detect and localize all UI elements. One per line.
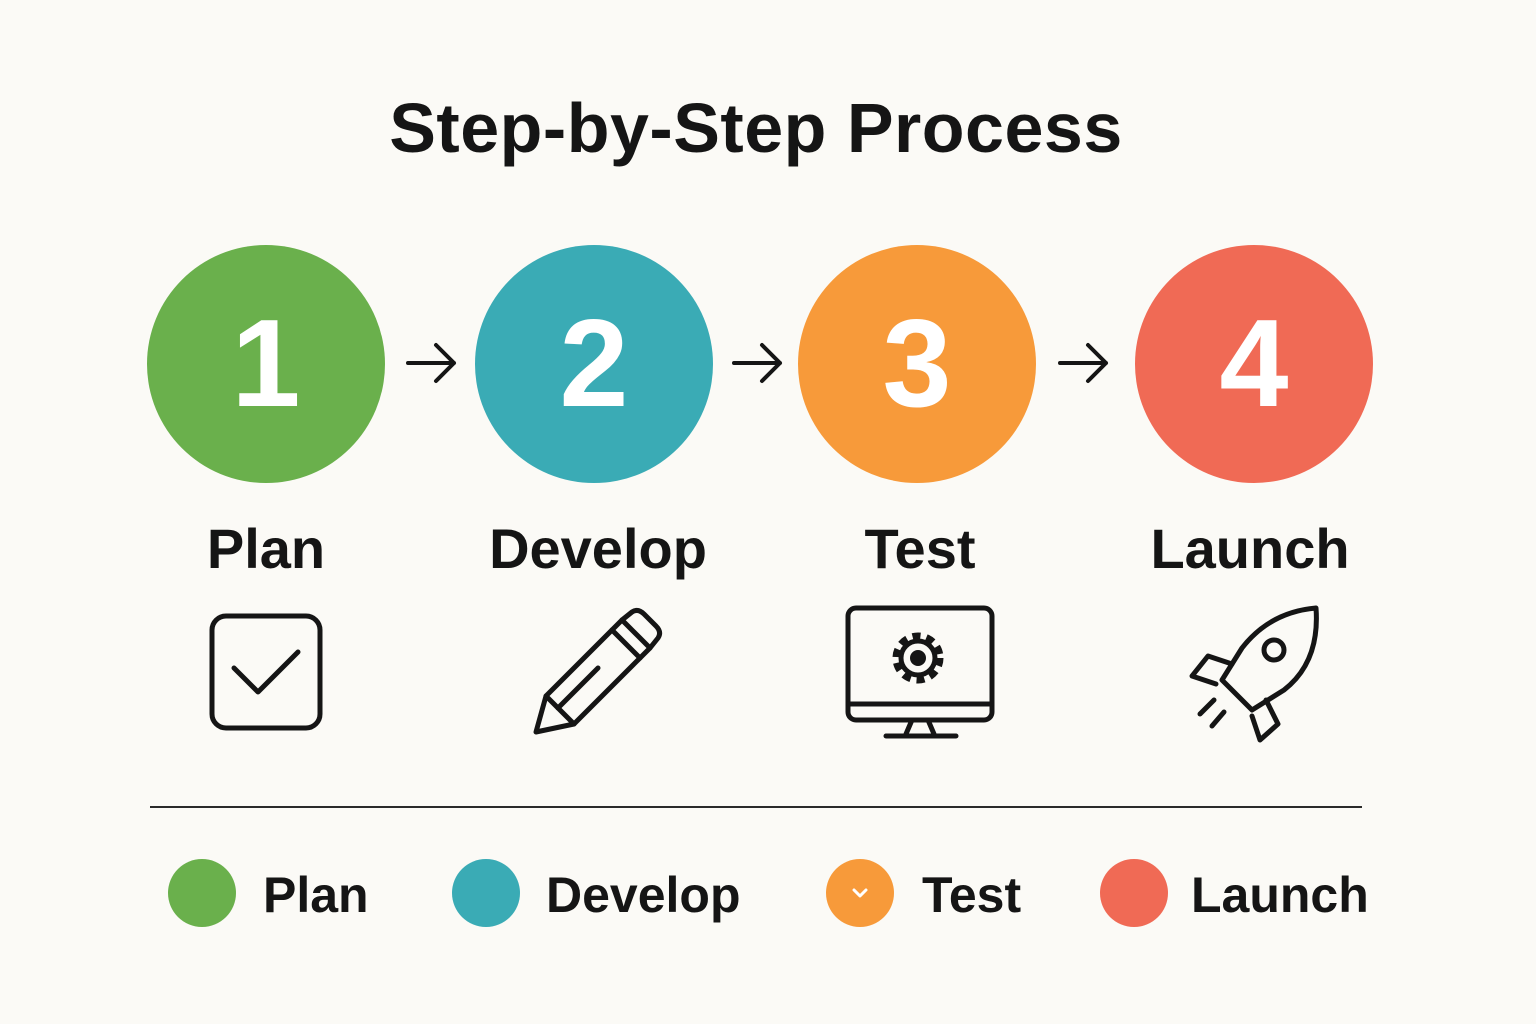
step-1-number: 1 <box>231 295 301 433</box>
step-4-label: Launch <box>1150 517 1350 580</box>
step-2-number: 2 <box>559 295 629 433</box>
legend-label-plan: Plan <box>263 867 369 923</box>
legend-dot-plan <box>168 859 236 927</box>
legend-dot-test <box>826 859 894 927</box>
legend-label-develop: Develop <box>546 867 741 923</box>
step-3-label: Test <box>864 517 976 580</box>
arrow-right-icon <box>406 343 456 383</box>
legend-label-launch: Launch <box>1191 867 1369 923</box>
step-2-circle: 2 <box>475 245 713 483</box>
legend-dot-develop <box>452 859 520 927</box>
step-3-number: 3 <box>882 295 952 433</box>
step-4-circle: 4 <box>1135 245 1373 483</box>
rocket-icon <box>1189 605 1319 743</box>
step-3-circle: 3 <box>798 245 1036 483</box>
diagram-title: Step-by-Step Process <box>389 89 1123 167</box>
legend-label-test: Test <box>922 867 1022 923</box>
checkbox-icon <box>209 613 323 731</box>
arrow-right-icon <box>732 343 782 383</box>
step-4-number: 4 <box>1219 295 1289 433</box>
step-1-label: Plan <box>206 517 326 580</box>
chevron-down-icon <box>852 888 868 898</box>
arrow-right-icon <box>1058 343 1108 383</box>
monitor-gear-icon <box>845 605 995 739</box>
step-2-label: Develop <box>489 517 707 580</box>
divider <box>150 806 1362 808</box>
legend-dot-launch <box>1100 859 1168 927</box>
step-1-circle: 1 <box>147 245 385 483</box>
pencil-icon <box>533 607 663 735</box>
